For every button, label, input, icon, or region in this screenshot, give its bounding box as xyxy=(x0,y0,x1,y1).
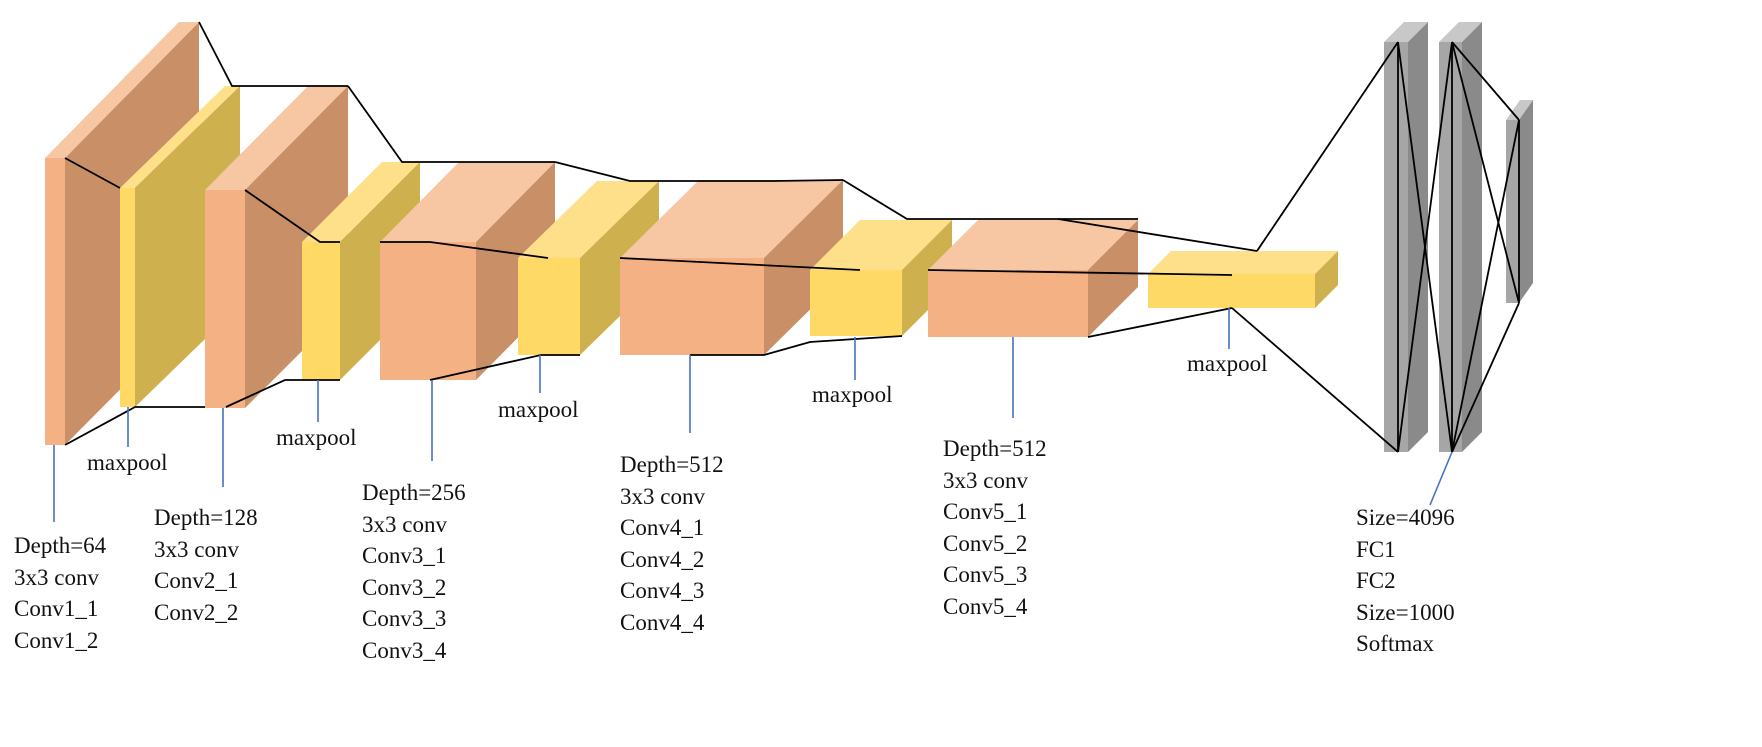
conv3-label-line: 3x3 conv xyxy=(362,511,447,537)
conv4-label-line: Conv4_4 xyxy=(620,609,705,635)
pool3-block xyxy=(518,181,659,355)
fc-label-line: Size=1000 xyxy=(1356,599,1455,625)
fc-label-line: FC2 xyxy=(1356,568,1396,593)
conv5-label-line: Conv5_4 xyxy=(943,593,1028,619)
fc-label: Size=4096 FC1 FC2 Size=1000 Softmax xyxy=(1356,502,1455,660)
connector-lines xyxy=(64,21,1520,453)
fc2-block xyxy=(1439,22,1482,452)
fc-label-line: Size=4096 xyxy=(1356,505,1455,530)
conv3-block xyxy=(380,162,555,380)
conv3-label-line: Conv3_3 xyxy=(362,606,447,631)
conv5-block xyxy=(928,220,1138,337)
conv4-label-line: Conv4_1 xyxy=(620,515,705,540)
conv1-label-line: Conv1_1 xyxy=(14,596,99,621)
conv3-label-line: Conv3_1 xyxy=(362,543,447,568)
conv4-label-line: Conv4_2 xyxy=(620,546,705,572)
conv5-label-line: Conv5_2 xyxy=(943,530,1028,556)
conv3-label: Depth=256 3x3 conv Conv3_1 Conv3_2 Conv3… xyxy=(362,477,466,666)
conv4-label-line: Depth=512 xyxy=(620,452,724,477)
conv5-label-line: Conv5_3 xyxy=(943,562,1028,587)
conv2-label-line: Depth=128 xyxy=(154,505,258,530)
conv5-label-line: Conv5_1 xyxy=(943,499,1028,524)
conv4-label-line: Conv4_3 xyxy=(620,578,705,603)
pool5-block xyxy=(1148,251,1338,308)
pointer-lines xyxy=(53,308,1453,522)
conv2-label-line: Conv2_1 xyxy=(154,568,239,593)
conv2-label: Depth=128 3x3 conv Conv2_1 Conv2_2 xyxy=(154,502,258,628)
conv5-label-line: 3x3 conv xyxy=(943,467,1028,493)
pool4-label: maxpool xyxy=(812,382,893,407)
conv5-label-line: Depth=512 xyxy=(943,436,1047,461)
conv3-label-line: Depth=256 xyxy=(362,480,466,505)
pool2-label: maxpool xyxy=(276,425,357,450)
fc-label-line: Softmax xyxy=(1356,631,1434,656)
conv1-label-line: Depth=64 xyxy=(14,533,107,558)
conv3-label-line: Conv3_4 xyxy=(362,637,447,663)
conv2-label-line: Conv2_2 xyxy=(154,599,239,625)
conv1-label-line: Conv1_2 xyxy=(14,627,99,653)
conv1-label: Depth=64 3x3 conv Conv1_1 Conv1_2 xyxy=(14,530,106,656)
conv1-label-line: 3x3 conv xyxy=(14,564,99,590)
pool5-label: maxpool xyxy=(1187,351,1268,376)
conv5-label: Depth=512 3x3 conv Conv5_1 Conv5_2 Conv5… xyxy=(943,433,1047,622)
fc-label-line: FC1 xyxy=(1356,536,1396,562)
pool1-label: maxpool xyxy=(87,450,168,475)
conv4-label-line: 3x3 conv xyxy=(620,483,705,509)
conv2-label-line: 3x3 conv xyxy=(154,536,239,562)
pool3-label: maxpool xyxy=(498,397,579,422)
conv4-label: Depth=512 3x3 conv Conv4_1 Conv4_2 Conv4… xyxy=(620,449,724,638)
pool4-block xyxy=(810,220,952,336)
conv3-label-line: Conv3_2 xyxy=(362,574,447,600)
